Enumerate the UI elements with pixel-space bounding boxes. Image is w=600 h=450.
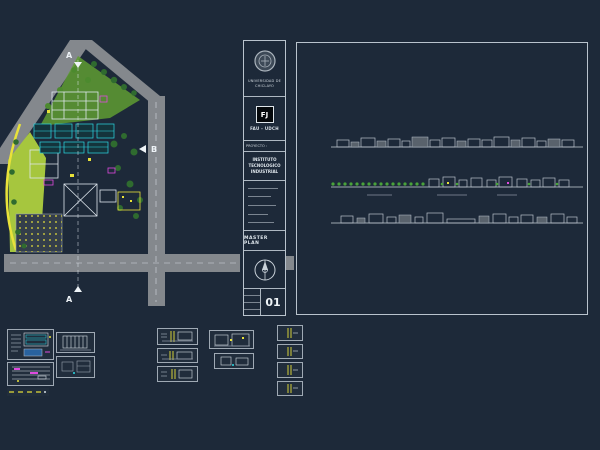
info-row bbox=[248, 222, 275, 224]
fau-logo-text: FJ bbox=[260, 110, 269, 119]
section-marker-a-top: A bbox=[66, 51, 73, 60]
sheet-number-cell: 01 bbox=[244, 289, 285, 315]
detail-drawing-3 bbox=[12, 366, 50, 382]
master-plan-drawing: A A B bbox=[0, 40, 240, 306]
detail-drawing-1 bbox=[11, 332, 51, 357]
cyan-roof-blocks bbox=[33, 123, 115, 154]
fau-logo-icon: FJ bbox=[255, 106, 274, 123]
info-row bbox=[248, 213, 268, 215]
elevations-drawing bbox=[331, 136, 583, 224]
accent-details bbox=[43, 95, 141, 211]
detail-sheet-plan-1 bbox=[7, 329, 54, 360]
north-arrow-icon bbox=[254, 259, 275, 280]
north-arrow-cell bbox=[244, 251, 285, 289]
title-block-logo-cell: FJ FAU - UDCH bbox=[244, 97, 285, 141]
detail-drawing-6 bbox=[220, 356, 249, 366]
sheet-number: 01 bbox=[265, 295, 281, 309]
bar-detail-sheet-3 bbox=[277, 362, 303, 378]
title-block: UNIVERSIDAD DE CHICLAYO FJ FAU - UDCH PR… bbox=[243, 40, 286, 316]
bar-detail-sheet-4 bbox=[277, 381, 303, 396]
bar-detail-1 bbox=[287, 328, 298, 338]
detail-sheet-6 bbox=[214, 353, 254, 369]
detail-sheet-window bbox=[56, 332, 95, 353]
bar-detail-4 bbox=[287, 384, 298, 393]
sheet-number-grid bbox=[244, 289, 261, 315]
bar-detail-sheet-2 bbox=[277, 344, 303, 359]
title-block-info-rows bbox=[244, 181, 285, 231]
section-detail-sheet-1 bbox=[157, 328, 198, 345]
title-block-emblem-cell: UNIVERSIDAD DE CHICLAYO bbox=[244, 41, 285, 97]
detail-strip-dashes bbox=[7, 388, 49, 396]
university-seal-icon bbox=[253, 50, 276, 72]
project-label: PROYECTO : bbox=[246, 144, 268, 148]
section-detail-2 bbox=[161, 351, 193, 360]
section-detail-1 bbox=[161, 331, 193, 342]
info-row bbox=[248, 187, 278, 189]
elevation-1 bbox=[331, 136, 583, 148]
yellow-dash-strip bbox=[9, 391, 46, 393]
roads bbox=[0, 40, 240, 306]
detail-drawing-2 bbox=[60, 335, 91, 351]
landscape-areas bbox=[5, 56, 140, 253]
elevation-2 bbox=[331, 176, 583, 196]
detail-sheet-plan-3 bbox=[56, 356, 95, 378]
project-label-cell: PROYECTO : bbox=[244, 141, 285, 152]
elevations-sheet bbox=[296, 42, 588, 315]
info-row bbox=[248, 204, 277, 206]
info-row bbox=[248, 196, 272, 198]
detail-drawing-4 bbox=[61, 360, 91, 374]
sheet-title: MASTER PLAN bbox=[244, 231, 285, 251]
bar-detail-2 bbox=[287, 347, 298, 356]
road-segment bbox=[286, 256, 294, 270]
section-marker-a-bottom: A bbox=[66, 295, 73, 304]
project-name: INSTITUTO TECNOLOGICO INDUSTRIAL bbox=[244, 152, 285, 181]
university-name: UNIVERSIDAD DE CHICLAYO bbox=[247, 78, 282, 88]
detail-sheet-5 bbox=[209, 330, 254, 349]
bar-detail-3 bbox=[287, 365, 298, 375]
section-marker-b: B bbox=[151, 145, 157, 154]
elevation-3 bbox=[331, 212, 583, 224]
detail-sheet-plan-2 bbox=[7, 362, 54, 386]
trees bbox=[9, 61, 143, 249]
section-detail-sheet-3 bbox=[157, 366, 198, 382]
section-line: A A B bbox=[66, 51, 157, 304]
bar-detail-sheet-1 bbox=[277, 325, 303, 341]
section-detail-3 bbox=[161, 369, 193, 379]
detail-drawing-5 bbox=[214, 333, 250, 347]
faculty-label: FAU - UDCH bbox=[250, 126, 279, 131]
section-detail-sheet-2 bbox=[157, 348, 198, 363]
